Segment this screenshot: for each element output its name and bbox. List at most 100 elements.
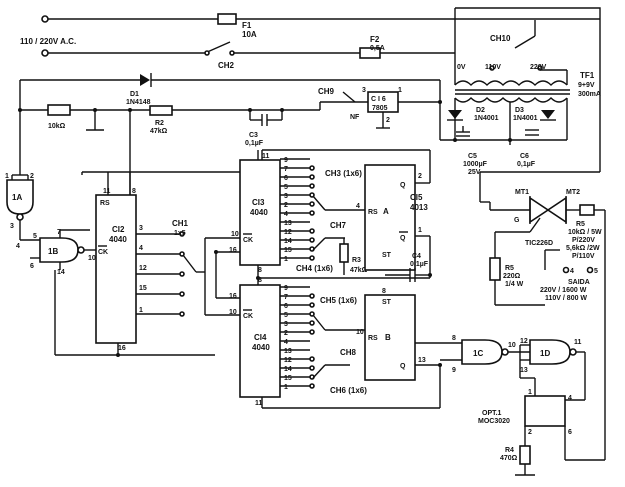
ci5-a-name: A (383, 207, 389, 216)
ci3-pin3: 3 (284, 193, 288, 200)
ch6-label: CH6 (1x6) (330, 386, 367, 395)
ci3-pin9: 9 (284, 157, 288, 164)
output-pin4: 4 (570, 268, 574, 275)
r4-ref: R4 (505, 447, 514, 454)
r5a-ref: R5 (576, 221, 585, 228)
ci2-pin12: 12 (139, 265, 147, 272)
triac-mt1: MT1 (515, 189, 529, 196)
ci4-pin7: 7 (284, 294, 288, 301)
r5b-value: 220Ω (503, 273, 521, 280)
ci2-pin3: 3 (139, 225, 143, 232)
ci3-part: 4040 (250, 208, 268, 217)
gate-1a-pin3: 3 (10, 223, 14, 230)
ci5-a-pin4: 4 (356, 203, 360, 210)
ci2-pin11: 11 (103, 188, 111, 195)
ch5-label: CH5 (1x6) (320, 296, 357, 305)
ci5-b-pin13: 13 (418, 357, 426, 364)
r1-value: 10kΩ (48, 123, 66, 130)
ci4-pin14: 14 (284, 366, 292, 373)
ci4-pin8: 8 (258, 277, 262, 284)
gate-1a-pin1: 1 (5, 173, 9, 180)
gate-1d-pin12: 12 (520, 338, 528, 345)
output-label: SAIDA (568, 279, 590, 286)
ci5-part: 4013 (410, 203, 428, 212)
d1-ref: D1 (130, 91, 139, 98)
opt1-part: MOC3020 (478, 418, 510, 425)
fuse-f1 (217, 13, 237, 25)
gate-1b-pin5: 5 (33, 233, 37, 240)
ch3-label: CH3 (1x6) (325, 169, 362, 178)
ci4-pin6: 6 (284, 303, 288, 310)
opt1-pin2: 2 (528, 429, 532, 436)
ci3-pin10: 10 (231, 231, 239, 238)
c4-ref: C4 (412, 253, 421, 260)
ci5-a-st: ST (382, 252, 392, 259)
c5-voltage: 25V (468, 169, 481, 176)
c6-value: 0,1µF (517, 161, 536, 168)
ci6-part: 7805 (372, 105, 388, 112)
gate-1b-pin7: 7 (57, 229, 61, 236)
ci4-pin9: 9 (284, 285, 288, 292)
diode-d2 (448, 110, 462, 119)
ci5-a-q: Q (400, 182, 406, 189)
ci4-ck: CK (243, 313, 253, 320)
d1-value: 1N4148 (126, 99, 151, 106)
switch-ch9 (342, 91, 356, 103)
ci4-part: 4040 (252, 343, 270, 352)
ci5-a-rs: RS (368, 209, 378, 216)
opt1-pin6: 6 (568, 429, 572, 436)
ci3-pin8: 8 (258, 267, 262, 274)
opt1-pin1: 1 (528, 389, 532, 396)
ci3-pin16: 16 (229, 247, 237, 254)
ci3-pin15: 15 (284, 247, 292, 254)
ci5-b-pin10: 10 (356, 329, 364, 336)
diode-d1 (140, 74, 150, 86)
gate-1b-pin4: 4 (16, 243, 20, 250)
c5-value: 1000µF (463, 161, 488, 168)
r3-ref: R3 (352, 257, 361, 264)
ci3-pin5: 5 (284, 184, 288, 191)
f2-ref: F2 (370, 35, 380, 44)
ci5-b-q: Q (400, 363, 406, 370)
opto-moc3020: OPT.1 MOC3020 1 2 4 6 R4 470Ω (478, 360, 605, 476)
gate-1d-pin13: 13 (520, 367, 528, 374)
r2-value: 47kΩ (150, 128, 168, 135)
ic-ci3: CI3 4040 CK 10 16 11 8 9 7 6 5 3 2 4 13 … (216, 150, 310, 278)
triac-gate: G (514, 217, 520, 224)
output-spec2: 110V / 800 W (545, 295, 587, 302)
gate-1b: 1B 5 6 7 14 4 (16, 229, 215, 356)
ci6-ref: C I 6 (371, 96, 386, 103)
resistor-r5-gate (489, 257, 501, 281)
nf-label: NF (350, 114, 360, 121)
resistor-r5-series (579, 204, 595, 216)
triac-tic226d: MT1 MT2 G TIC226D R5 10kΩ / 5W P/220V 5,… (479, 19, 606, 460)
ci4-pin15: 15 (284, 375, 292, 382)
ci2-ck: CK (98, 249, 108, 256)
input-network: D1 1N4148 10kΩ R2 47kΩ C3 0,1µF (19, 73, 441, 195)
transformer-tf1: CH10 0V 110V 220V TF1 9+9V 300mA (454, 7, 601, 103)
junction-dots (18, 100, 512, 367)
ci3-pin2: 2 (284, 202, 288, 209)
c5-ref: C5 (468, 153, 477, 160)
r3-value: 47kΩ (350, 267, 368, 274)
gate-1c: 1C 8 10 9 (415, 335, 530, 374)
switches-ch3-ch4: CH3 (1x6) CH4 (1x6) CH7 R3 47kΩ (296, 165, 368, 275)
ci5-b-pin8: 8 (382, 288, 386, 295)
ch1-value: 1x5 (174, 230, 186, 237)
ci5-a-qbar: Q (400, 235, 406, 242)
ci2-pin1: 1 (139, 307, 143, 314)
tf1-ref: TF1 (580, 71, 595, 80)
r4-value: 470Ω (500, 455, 518, 462)
ci4-pin11: 11 (255, 400, 263, 407)
c3-value: 0,1µF (245, 140, 264, 147)
tf1-line1: 9+9V (578, 82, 595, 89)
ci5-b-name: B (385, 333, 391, 342)
ci6-pin3: 3 (362, 87, 366, 94)
mains-input: F1 10A 110 / 220V A.C. CH2 F2 0,5A (20, 13, 600, 85)
r5a-v1b: P/220V (572, 237, 595, 244)
r5a-v2: 5,6kΩ /2W (566, 245, 600, 252)
ch4-label: CH4 (1x6) (296, 264, 333, 273)
ch7-label: CH7 (330, 221, 347, 230)
gate-1d-ref: 1D (540, 349, 550, 358)
